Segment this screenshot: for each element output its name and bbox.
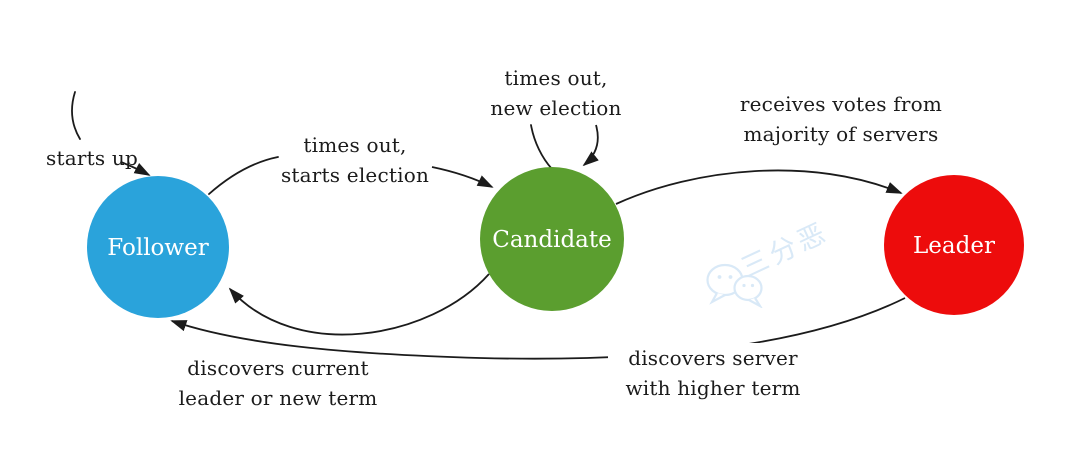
arrow-leader-to-follower: [170, 297, 906, 360]
node-leader-label: Leader: [913, 233, 995, 259]
edge-label-discovers-current-leader: discovers current leader or new term: [178, 356, 378, 410]
arrow-follower-to-candidate-head: [431, 166, 494, 188]
edge-label-times-out-starts-election: times out, starts election: [280, 133, 430, 187]
edge-label-starts-up: starts up: [46, 146, 138, 170]
node-leader: [884, 175, 1024, 315]
arrow-candidate-to-follower: [228, 273, 490, 336]
node-follower: [87, 176, 229, 318]
edge-label-receives-votes: receives votes from majority of servers: [739, 92, 943, 146]
arrow-candidate-selfloop-in: [582, 124, 599, 167]
arrow-candidate-to-leader: [615, 169, 903, 205]
edge-label-times-out-new-election: times out, new election: [490, 66, 622, 120]
node-candidate: [480, 167, 624, 311]
node-candidate-label: Candidate: [492, 227, 612, 253]
arrow-startup-tail: [71, 91, 81, 140]
edge-label-discovers-higher-term: discovers server with higher term: [608, 343, 818, 403]
arrow-startup-head: [120, 161, 151, 176]
arrow-follower-to-candidate-tail: [208, 156, 279, 195]
node-follower-label: Follower: [107, 235, 208, 261]
arrow-candidate-selfloop-out: [530, 124, 553, 170]
